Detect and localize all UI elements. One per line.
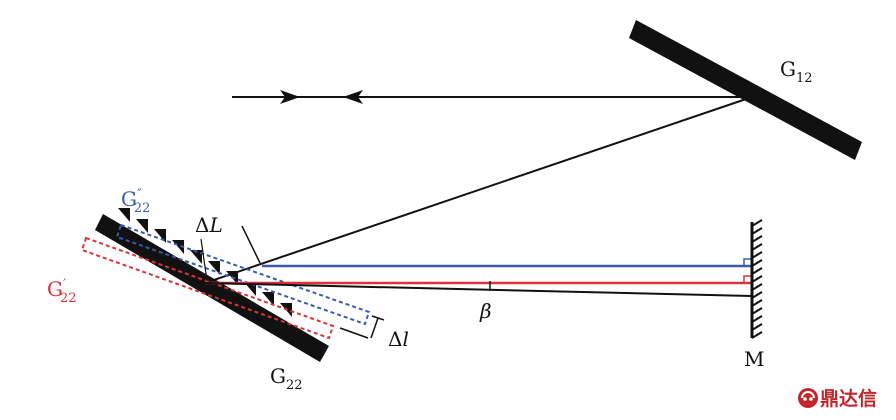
blue-right-angle-icon <box>743 258 752 266</box>
watermark-text: 鼎达信 <box>820 387 877 410</box>
tilted-beam <box>204 282 753 297</box>
input-output-beam <box>232 90 752 104</box>
arrow-left-icon <box>343 90 363 104</box>
diagonal-beam <box>204 96 753 284</box>
label-g22: G22 <box>270 364 303 393</box>
label-mirror: M <box>744 347 764 371</box>
label-g22-prime: G′22 <box>47 277 76 306</box>
grating-g12 <box>629 20 862 160</box>
label-delta-l: Δl <box>388 327 409 351</box>
watermark-logo-icon <box>798 388 818 408</box>
delta-L-leader-2 <box>200 238 208 282</box>
grating-g22-prime-outline <box>80 236 335 340</box>
red-right-angle-icon <box>743 275 752 283</box>
delta-L-leader <box>241 225 261 264</box>
watermark-logo: 鼎达信 <box>798 387 877 410</box>
label-g12: G12 <box>780 57 813 86</box>
mirror-m <box>750 219 763 339</box>
arrow-right-icon <box>280 90 300 104</box>
label-beta: β <box>479 299 492 323</box>
label-g22-dprime: G″22 <box>121 187 150 216</box>
delta-l-bracket <box>339 315 385 339</box>
label-delta-L: ΔL <box>195 213 223 237</box>
